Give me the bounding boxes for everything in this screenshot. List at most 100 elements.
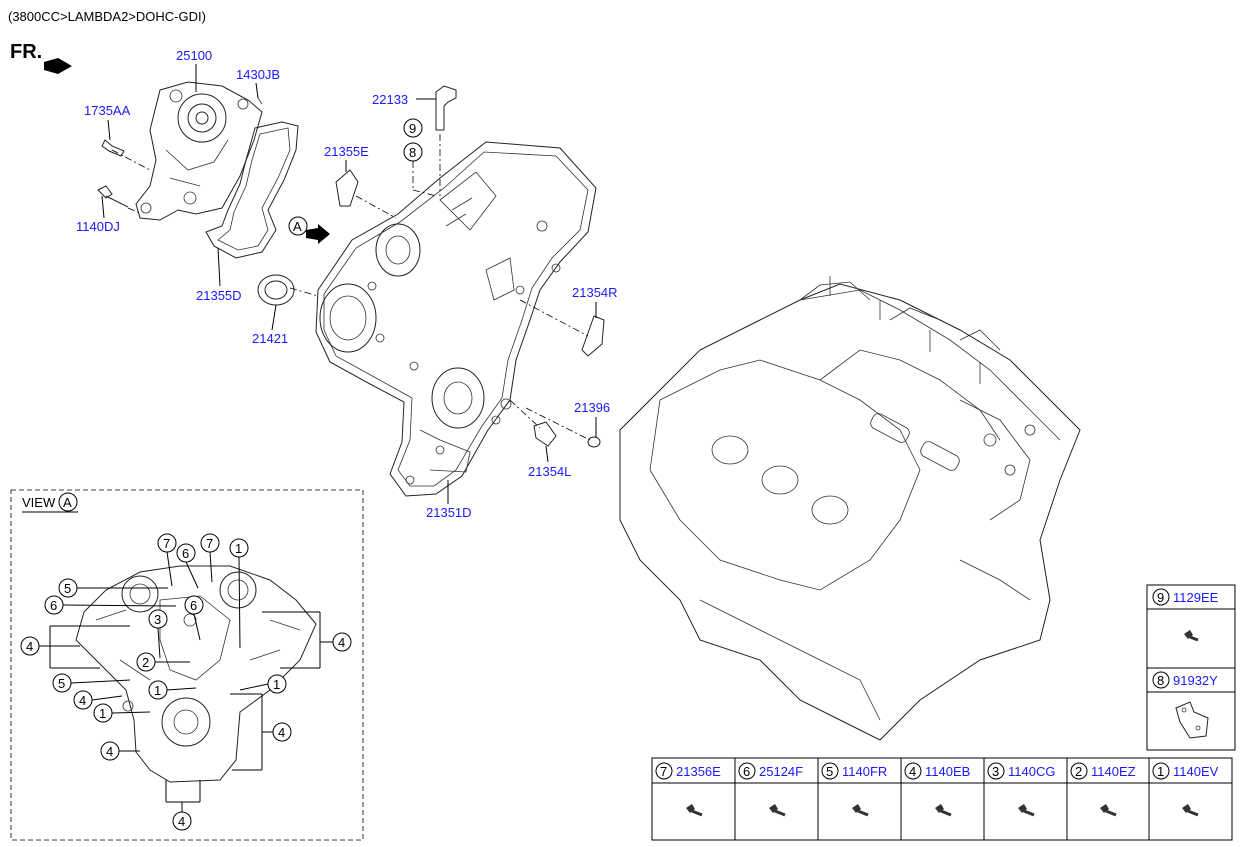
svg-text:1: 1 [1157, 764, 1164, 779]
svg-text:4: 4 [278, 725, 285, 740]
variant-header: (3800CC>LAMBDA2>DOHC-GDI) [8, 9, 206, 24]
fitting-drawing [435, 85, 457, 196]
bolt-icon [686, 804, 703, 817]
view-arrow-icon [306, 224, 330, 244]
bolt-icon [852, 804, 869, 817]
svg-text:7: 7 [206, 536, 213, 551]
part-1430JB[interactable]: 1430JB [236, 67, 280, 82]
gasket-e-drawing [335, 169, 359, 207]
part-labels: 25100 1430JB 1735AA 1140DJ 21355D 21421 … [76, 48, 618, 520]
callout-9 [403, 118, 423, 138]
part-22133[interactable]: 22133 [372, 92, 408, 107]
bolt-icon [1100, 804, 1117, 817]
bolt-icon [769, 804, 786, 817]
front-direction-label: FR. [10, 41, 42, 63]
svg-text:91932Y: 91932Y [1173, 673, 1218, 688]
svg-text:2: 2 [1075, 764, 1082, 779]
svg-text:1140EV: 1140EV [1173, 764, 1219, 779]
part-21355E[interactable]: 21355E [324, 144, 369, 159]
legend-item-21356E[interactable]: 7 21356E [655, 762, 721, 780]
legend-item-1129EE[interactable]: 9 1129EE [1152, 588, 1219, 606]
legend-item-1140FR[interactable]: 5 1140FR [821, 762, 887, 780]
engine-block-drawing [619, 276, 1081, 741]
bolt-drawings [97, 97, 263, 208]
water-pump-drawing [135, 81, 263, 221]
part-21396[interactable]: 21396 [574, 400, 610, 415]
svg-text:1140CG: 1140CG [1008, 764, 1055, 779]
svg-text:5: 5 [64, 581, 71, 596]
oil-seal-drawing [257, 274, 295, 306]
part-21351D[interactable]: 21351D [426, 505, 472, 520]
svg-text:1140EZ: 1140EZ [1091, 764, 1136, 779]
svg-text:5: 5 [826, 764, 833, 779]
svg-text:8: 8 [1157, 673, 1164, 688]
svg-text:4: 4 [338, 635, 345, 650]
part-25100[interactable]: 25100 [176, 48, 212, 63]
view-a-frame [10, 489, 364, 841]
gasket-r-drawing [581, 315, 605, 357]
svg-text:7: 7 [660, 764, 667, 779]
part-1140DJ[interactable]: 1140DJ [76, 219, 120, 234]
svg-text:2: 2 [142, 655, 149, 670]
front-arrow-icon [44, 58, 72, 74]
svg-text:3: 3 [154, 612, 161, 627]
pump-gasket-drawing [205, 121, 299, 259]
view-a-marker [288, 216, 308, 236]
svg-text:9: 9 [409, 121, 416, 136]
part-1735AA[interactable]: 1735AA [84, 103, 131, 118]
svg-text:25124F: 25124F [759, 764, 803, 779]
assembly-line [111, 149, 151, 171]
timing-cover-drawing [315, 141, 597, 497]
svg-text:4: 4 [79, 693, 86, 708]
svg-text:7: 7 [163, 536, 170, 551]
svg-text:1140FR: 1140FR [842, 764, 887, 779]
svg-text:8: 8 [409, 145, 416, 160]
view-a-title: VIEW [22, 495, 56, 510]
part-21354R[interactable]: 21354R [572, 285, 618, 300]
bolt-icon [1182, 804, 1199, 817]
svg-text:6: 6 [182, 546, 189, 561]
svg-text:3: 3 [992, 764, 999, 779]
svg-text:1129EE: 1129EE [1173, 590, 1219, 605]
view-a-marker-letter: A [293, 219, 302, 234]
svg-text:1: 1 [273, 677, 280, 692]
legend-item-1140CG[interactable]: 3 1140CG [987, 762, 1055, 780]
svg-text:9: 9 [1157, 590, 1164, 605]
svg-text:21356E: 21356E [676, 764, 721, 779]
svg-text:6: 6 [190, 598, 197, 613]
svg-text:1: 1 [99, 706, 106, 721]
svg-text:6: 6 [743, 764, 750, 779]
svg-text:1140EB: 1140EB [925, 764, 970, 779]
svg-text:4: 4 [26, 639, 33, 654]
assembly-line [355, 195, 397, 219]
part-21354L[interactable]: 21354L [528, 464, 571, 479]
assembly-line [289, 287, 319, 297]
view-a-letter: A [63, 495, 72, 510]
part-21421[interactable]: 21421 [252, 331, 288, 346]
assembly-line [525, 407, 591, 441]
legend-item-25124F[interactable]: 6 25124F [738, 762, 803, 780]
legend-item-91932Y[interactable]: 8 91932Y [1152, 671, 1218, 689]
bolt-icon [935, 804, 952, 817]
o-ring-drawing [587, 436, 601, 448]
part-21355D[interactable]: 21355D [196, 288, 242, 303]
svg-text:6: 6 [50, 598, 57, 613]
legend-side: 9 1129EE 8 91932Y [1146, 584, 1236, 751]
gasket-l-drawing [533, 421, 557, 447]
bracket-icon [1175, 701, 1209, 739]
view-a-cover-drawing [75, 565, 317, 783]
svg-text:1: 1 [154, 683, 161, 698]
legend-item-1140EV[interactable]: 1 1140EV [1152, 762, 1219, 780]
bolt-icon [1018, 804, 1035, 817]
svg-text:4: 4 [178, 814, 185, 829]
assembly-line [127, 207, 143, 215]
view-a-markers: 7 6 7 1 5 6 3 6 4 4 2 5 1 1 4 1 4 4 4 [20, 533, 352, 831]
legend-item-1140EB[interactable]: 4 1140EB [904, 762, 970, 780]
legend-item-1140EZ[interactable]: 2 1140EZ [1070, 762, 1136, 780]
svg-text:1: 1 [235, 541, 242, 556]
svg-text:5: 5 [58, 676, 65, 691]
assembly-line [519, 299, 589, 337]
svg-text:4: 4 [909, 764, 916, 779]
